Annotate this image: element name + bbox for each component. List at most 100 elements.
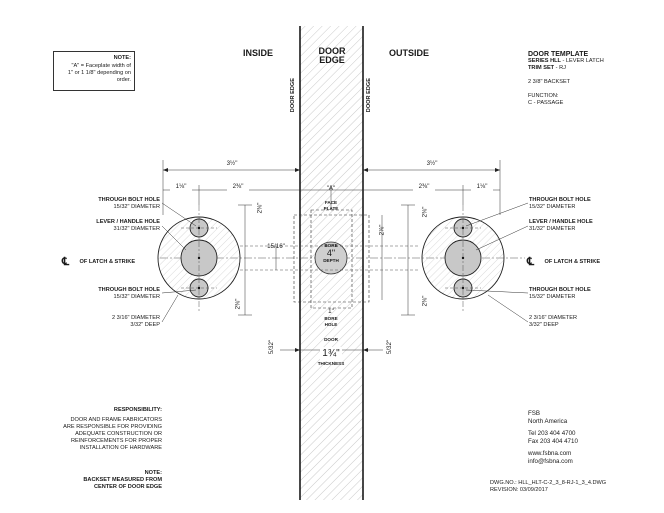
right-callout-5-sub: 3/32" DEEP (529, 322, 559, 328)
dwg-number: DWG.NO.: HLL_HLT-C-2_3_8-RJ-1_3_4.DWG (490, 480, 607, 486)
company-tel: Tel 203 404 4700 (528, 430, 576, 437)
right-callout-3: ℄ OF LATCH & STRIKE (527, 252, 637, 270)
leader-right-2 (475, 225, 529, 251)
right-callout-5-title: 2 3/16" DIAMETER (529, 315, 577, 321)
right-callout-1-title: THROUGH BOLT HOLE (529, 197, 591, 203)
leader-right-4 (465, 289, 529, 294)
inside-heading: INSIDE (243, 48, 274, 58)
left-callout-5: 2 3/16" DIAMETER 3/32" DEEP (60, 315, 160, 329)
door-label: DOOR (324, 337, 338, 342)
company-region: North America (528, 418, 568, 425)
dim-backset-left: 2⅜" (227, 183, 249, 191)
door-edge-vertical-left: DOOR EDGE (290, 78, 296, 113)
responsibility-block: RESPONSIBILITY: DOOR AND FRAME FABRICATO… (40, 407, 162, 452)
door-edge-vertical-right: DOOR EDGE (366, 78, 372, 113)
thickness-label: THICKNESS (317, 361, 345, 366)
function-label: FUNCTION: (528, 93, 559, 99)
left-callout-2: LEVER / HANDLE HOLE 31/32" DIAMETER (60, 219, 160, 233)
face-a-label: "A" (326, 185, 336, 192)
left-callout-3-title: OF LATCH & STRIKE (79, 259, 136, 265)
left-callout-4-title: THROUGH BOLT HOLE (98, 287, 160, 293)
dim-overall-left: 3½" (220, 160, 244, 168)
function-value: C - PASSAGE (528, 100, 564, 106)
dim-upper-vertical-left: 2⅜" (256, 202, 264, 214)
thickness-value: 1¾" (320, 347, 342, 361)
backset-note-line-1: BACKSET MEASURED FROM (83, 477, 162, 483)
outside-heading: OUTSIDE (389, 48, 430, 58)
left-callout-2-title: LEVER / HANDLE HOLE (96, 219, 160, 225)
series-value: - LEVER LATCH (560, 58, 604, 64)
bore-outline (310, 209, 353, 309)
leader-right-1 (465, 202, 529, 227)
series-label: SERIES HLL (528, 58, 561, 64)
company-block: FSB North America Tel 203 404 4700 Fax 2… (528, 410, 578, 466)
leader-left-2 (161, 225, 187, 251)
edge-bore-circle (314, 241, 348, 275)
responsibility-line-1: DOOR AND FRAME FABRICATORS (70, 417, 162, 423)
left-callout-5-title: 2 3/16" DIAMETER (112, 315, 160, 321)
dim-lower-vertical-right: 2⅜" (421, 295, 429, 307)
right-callout-4-title: THROUGH BOLT HOLE (529, 287, 591, 293)
depth-label: DEPTH (323, 258, 339, 263)
bore-depth-group: BORE 4" DEPTH (319, 243, 343, 264)
dim-bolt-offset-right: 1⅛" (471, 183, 493, 191)
template-title: DOOR TEMPLATE (528, 51, 589, 58)
dim-overall-right: 3½" (420, 160, 444, 168)
leader-left-1 (161, 202, 197, 227)
backset-note-block: NOTE: BACKSET MEASURED FROM CENTER OF DO… (40, 470, 162, 491)
door-edge-heading: DOOR EDGE (312, 47, 352, 65)
door-thickness-group: DOOR 1¾" THICKNESS (311, 337, 351, 367)
revision-date: REVISION: 03/09/2017 (490, 487, 548, 493)
responsibility-line-4: REINFORCEMENTS FOR PROPER (70, 438, 162, 444)
left-callout-5-sub: 3/32" DEEP (130, 322, 160, 328)
right-callout-3-title: OF LATCH & STRIKE (544, 259, 601, 265)
dim-edge-offset-left: 5/32" (268, 339, 276, 355)
company-web: www.fsbna.com (528, 450, 572, 457)
backset-note-title: NOTE: (144, 470, 162, 476)
right-callout-2-title: LEVER / HANDLE HOLE (529, 219, 593, 225)
leader-left-5 (161, 294, 179, 323)
dim-latch-rise: 2⅞" (378, 224, 386, 236)
door-edge-heading-line2: EDGE (319, 55, 345, 65)
dim-latch-offset: 15/16" (267, 243, 285, 250)
left-callout-1-title: THROUGH BOLT HOLE (98, 197, 160, 203)
left-callout-3: ℄ OF LATCH & STRIKE (62, 252, 162, 270)
face-plate-outline (293, 214, 370, 303)
backset-text: 2 3/8" BACKSET (528, 79, 571, 85)
note-line-2: 1" or 1 1/8" depending on (67, 70, 131, 76)
note-line-3: order. (116, 77, 131, 83)
backset-note-line-2: CENTER OF DOOR EDGE (93, 484, 162, 490)
centerline-icon-left: ℄ (62, 256, 70, 268)
left-callout-4-sub: 15/32" DIAMETER (113, 294, 160, 300)
door-edge-heading-line1: DOOR (318, 46, 346, 56)
face-plate-label: FACE PLATE (323, 200, 339, 211)
drawing-info: DWG.NO.: HLL_HLT-C-2_3_8-RJ-1_3_4.DWG RE… (490, 480, 606, 494)
template-info: DOOR TEMPLATE SERIES HLL - LEVER LATCH T… (528, 51, 604, 107)
right-callout-4-sub: 15/32" DIAMETER (529, 294, 576, 300)
dim-backset-right: 2⅜" (413, 183, 435, 191)
trim-label: TRIM SET (528, 65, 555, 71)
company-name: FSB (528, 410, 541, 417)
company-fax: Fax 203 404 4710 (528, 438, 578, 445)
left-callout-1-sub: 15/32" DIAMETER (113, 204, 160, 210)
dim-lower-vertical-left: 2⅜" (234, 298, 242, 310)
responsibility-line-3: ADEQUATE CONSTRUCTION OR (75, 431, 162, 437)
responsibility-line-2: ARE RESPONSIBLE FOR PROVIDING (63, 424, 162, 430)
note-title: NOTE: (113, 55, 131, 61)
centerline-icon-right: ℄ (527, 256, 535, 268)
right-callout-2-sub: 31/32" DIAMETER (529, 226, 576, 232)
company-email: info@fsbna.com (528, 458, 573, 465)
bore-hole-group: 1" BORE HOLE (319, 308, 343, 328)
left-callout-4: THROUGH BOLT HOLE 15/32" DIAMETER (60, 287, 160, 301)
trim-value: - RJ (554, 65, 566, 71)
leader-right-5 (487, 294, 529, 323)
right-callout-1: THROUGH BOLT HOLE 15/32" DIAMETER (529, 197, 629, 211)
responsibility-line-5: INSTALLATION OF HARDWARE (79, 445, 162, 451)
right-callout-1-sub: 15/32" DIAMETER (529, 204, 576, 210)
left-callout-1: THROUGH BOLT HOLE 15/32" DIAMETER (60, 197, 160, 211)
bore-hole-label: BORE HOLE (324, 316, 338, 327)
leader-left-4 (161, 289, 197, 294)
bore-label: BORE (324, 243, 338, 248)
responsibility-title: RESPONSIBILITY: (113, 407, 162, 413)
